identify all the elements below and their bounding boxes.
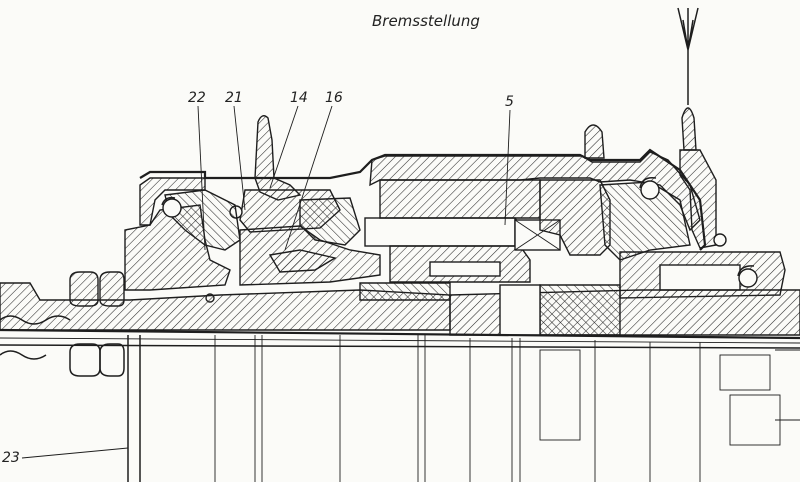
- label-14: 14: [290, 90, 308, 106]
- leader-lines: [21, 105, 511, 459]
- lower-shaft: [0, 315, 800, 482]
- label-5: 5: [505, 94, 514, 110]
- label-22: 22: [188, 90, 206, 106]
- label-23: 23: [2, 450, 20, 466]
- label-21: 21: [225, 90, 243, 106]
- lever-rod: [679, 107, 727, 249]
- part-22: [124, 189, 241, 303]
- drawing-title: Bremsstellung: [372, 12, 480, 30]
- hub-body: [0, 282, 800, 336]
- right-assembly: [539, 176, 786, 299]
- part-5: [364, 179, 561, 283]
- part-16: [239, 197, 381, 286]
- label-16: 16: [325, 90, 343, 106]
- force-arrow: [677, 7, 699, 105]
- upper-housing: [139, 124, 707, 251]
- hex-nuts: [69, 271, 125, 377]
- part-14: [229, 115, 341, 233]
